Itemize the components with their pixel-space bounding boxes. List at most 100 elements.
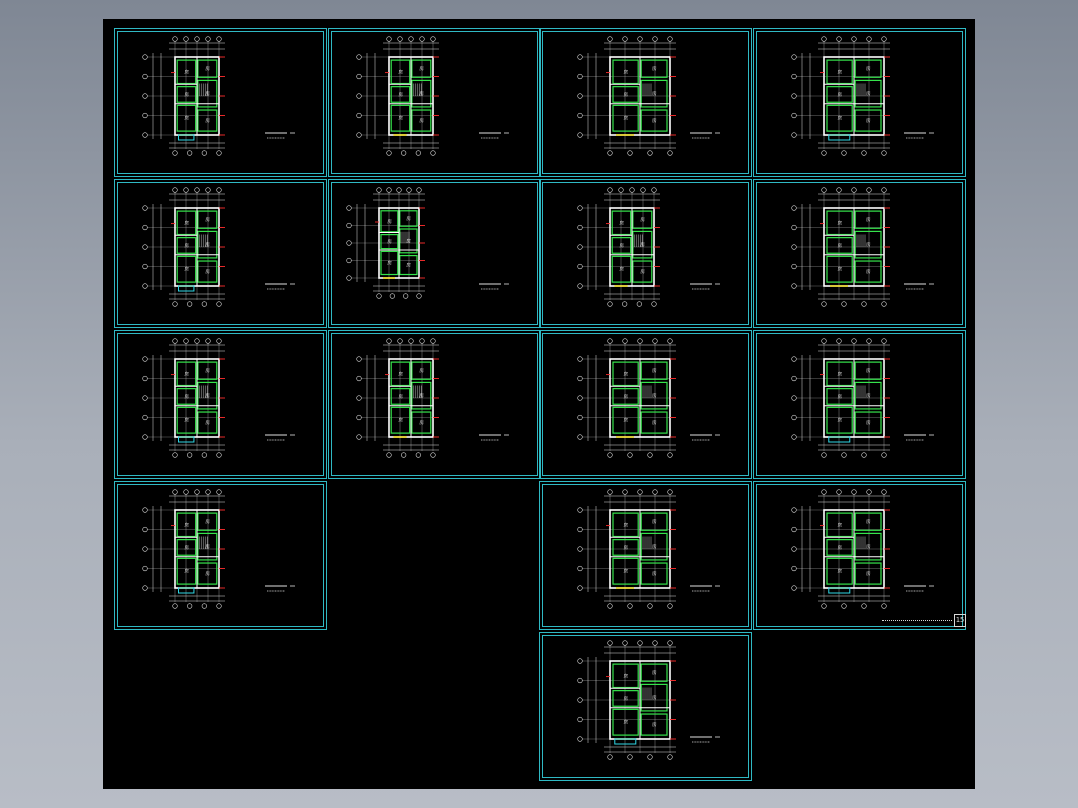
room-tag: 房 (184, 219, 189, 226)
outer-wall (609, 56, 671, 136)
floor-plan: 房房房房房房 (791, 338, 934, 458)
balcony (828, 436, 851, 443)
room-outline (612, 708, 639, 736)
grid-bubble (577, 658, 583, 664)
room-tag: 房 (184, 68, 189, 75)
room-outline (611, 210, 632, 236)
room-outline (640, 713, 668, 736)
outer-wall (174, 207, 220, 287)
grid-bubble (346, 222, 352, 229)
grid-bubble (577, 736, 583, 742)
room-outline (854, 210, 882, 229)
grid-bubble (397, 338, 403, 344)
grid-bubble (187, 452, 193, 458)
grid-bubble (622, 338, 628, 344)
sheet-drawing: 房房房房房房 (142, 187, 295, 307)
grid-bubble (142, 73, 148, 80)
room-tag: 房 (652, 419, 657, 426)
grid-bubble (397, 36, 403, 42)
grid-bubble (647, 603, 653, 609)
room-outline (826, 512, 853, 538)
grid-bubble (647, 452, 653, 458)
grid-bubble (667, 640, 673, 646)
grid-bubble (396, 187, 402, 193)
room-tag: 房 (652, 543, 657, 550)
room-outline (611, 255, 632, 283)
grid-bubble (821, 150, 827, 156)
grid-bubble (194, 338, 200, 344)
grid-bubble (142, 395, 148, 401)
room-tag: 房 (838, 417, 843, 424)
room-outline (197, 361, 218, 380)
grid-bubble (216, 452, 222, 458)
drawing-sheet-r3c4: 房房房房房房 (753, 330, 966, 479)
room-outline (411, 411, 432, 434)
balcony (178, 285, 195, 292)
grid-bubble (172, 338, 178, 344)
sheet-drawing: 房房房房房房 (577, 489, 720, 609)
room-outline (612, 59, 639, 85)
room-outline (612, 512, 639, 538)
room-tag: 房 (619, 242, 624, 249)
room-outline (854, 59, 882, 78)
sheet-drawing: 房房房房房房 (142, 36, 295, 156)
grid-bubble (667, 338, 673, 344)
sheet-drawing: 房房房房房房 (356, 338, 509, 458)
room-outline (390, 86, 411, 103)
room-outline (854, 381, 882, 410)
drawing-sheet-r2c1: 房房房房房房 (114, 179, 327, 328)
grid-bubble (577, 283, 583, 289)
grid-bubble (216, 36, 222, 42)
room-outline (197, 532, 218, 561)
grid-bubble (201, 301, 207, 307)
room-outline (176, 512, 197, 538)
grid-bubble (577, 205, 583, 211)
grid-bubble (577, 585, 583, 591)
room-outline (390, 406, 411, 434)
drawing-sheet-r4c4: 房房房房房房 (753, 481, 966, 630)
sheet-drawing: 房房房房房房 (577, 187, 720, 307)
grid-bubble (216, 150, 222, 156)
floor-plan: 房房房房房房 (346, 187, 509, 299)
balcony (828, 587, 851, 594)
grid-bubble (172, 36, 178, 42)
room-outline (826, 557, 853, 585)
grid-bubble (216, 489, 222, 495)
balcony (614, 738, 637, 745)
grid-bubble (216, 603, 222, 609)
grid-bubble (791, 283, 797, 289)
room-outline (197, 381, 218, 410)
grid-bubble (861, 150, 867, 156)
grid-bubble (637, 36, 643, 42)
drawing-sheet-r1c3: 房房房房房房 (539, 28, 752, 177)
grid-bubble (577, 375, 583, 382)
room-tag: 房 (652, 90, 657, 97)
grid-bubble (652, 489, 658, 495)
grid-bubble (205, 187, 211, 193)
room-tag: 房 (184, 242, 189, 249)
grid-bubble (791, 244, 797, 250)
room-tag: 房 (652, 669, 657, 676)
grid-bubble (881, 603, 887, 609)
grid-bubble (652, 36, 658, 42)
grid-bubble (577, 73, 583, 80)
grid-bubble (791, 93, 797, 99)
grid-bubble (142, 526, 148, 533)
grid-bubble (577, 224, 583, 231)
grid-bubble (791, 205, 797, 211)
outer-wall (609, 509, 671, 589)
room-outline (197, 260, 218, 283)
room-tag: 房 (866, 241, 871, 248)
grid-bubble (861, 301, 867, 307)
room-tag: 房 (205, 216, 210, 223)
grid-bubble (346, 257, 352, 264)
sheet-drawing: 房房房房房房 (356, 36, 509, 156)
room-tag: 房 (866, 90, 871, 97)
grid-bubble (667, 754, 673, 760)
grid-bubble (607, 301, 613, 307)
grid-bubble (791, 112, 797, 119)
grid-bubble (821, 452, 827, 458)
grid-bubble (607, 36, 613, 42)
grid-bubble (346, 240, 352, 246)
room-tag: 房 (838, 115, 843, 122)
